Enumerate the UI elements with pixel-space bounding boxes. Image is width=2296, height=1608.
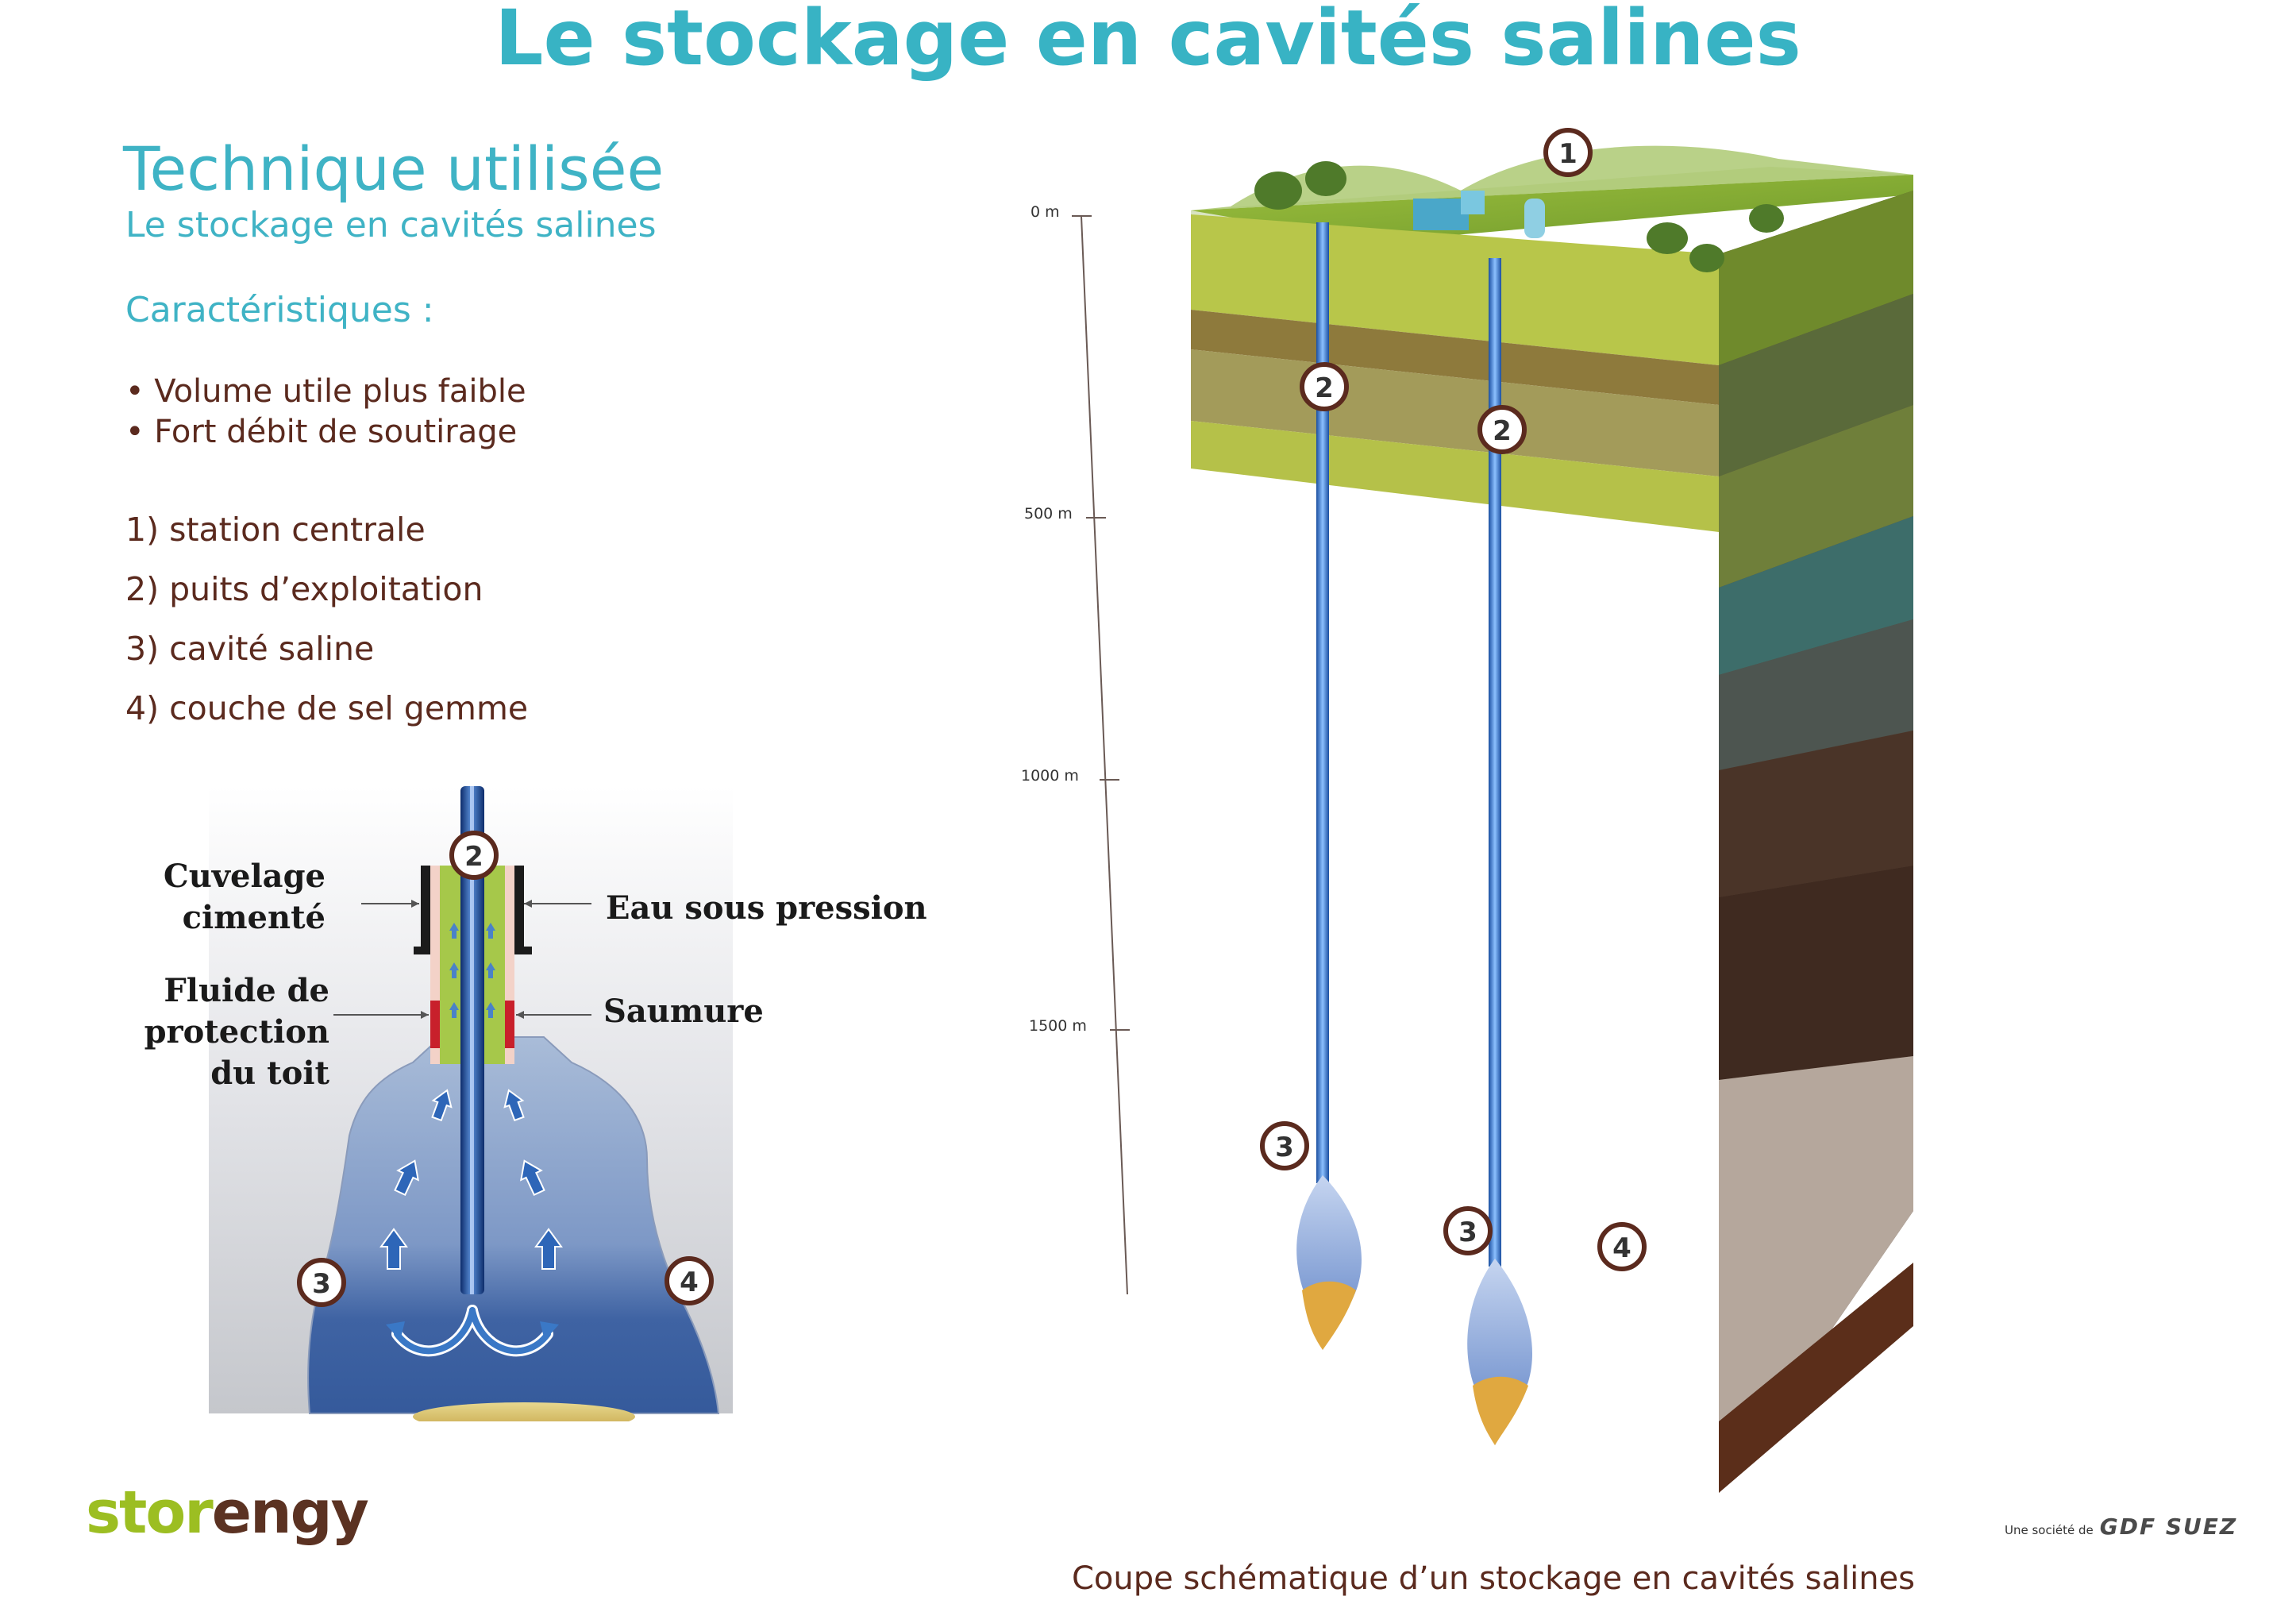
well-right xyxy=(1489,258,1501,1267)
salt-cavity xyxy=(307,1036,720,1414)
svg-text:4: 4 xyxy=(1612,1232,1631,1264)
legend-item-2: 2) puits d’exploitation xyxy=(125,570,483,608)
geological-cross-section: 1 2 2 3 3 4 xyxy=(1072,128,1913,1493)
svg-text:3: 3 xyxy=(1275,1132,1294,1163)
legend-item-1: 1) station centrale xyxy=(125,511,426,549)
depth-tick-label: 1000 m xyxy=(1021,767,1079,785)
blanket-left xyxy=(430,1001,440,1048)
label-saumure: Saumure xyxy=(603,993,764,1030)
casing-left xyxy=(421,866,430,953)
technique-heading: Technique utilisée xyxy=(123,133,665,204)
section-marker-2a: 2 xyxy=(1300,362,1349,411)
svg-text:2: 2 xyxy=(1315,372,1334,404)
technique-subtitle: Le stockage en cavités salines xyxy=(125,205,657,245)
svg-text:2: 2 xyxy=(464,841,483,873)
section-marker-3b: 3 xyxy=(1443,1206,1493,1255)
section-marker-2b: 2 xyxy=(1477,405,1527,454)
depth-tick-label: 500 m xyxy=(1024,505,1073,523)
blanket-right xyxy=(505,1001,514,1048)
label-fluide-protection: Fluide de protection du toit xyxy=(144,972,329,1092)
central-station xyxy=(1413,199,1469,230)
depth-tick-label: 0 m xyxy=(1031,203,1060,221)
surface-ground xyxy=(1191,175,1913,242)
label-eau-sous-pression: Eau sous pression xyxy=(606,889,927,927)
svg-text:1: 1 xyxy=(1558,138,1578,170)
section-marker-4: 4 xyxy=(1597,1222,1647,1271)
inset-marker-2: 2 xyxy=(449,831,499,880)
casing-right xyxy=(514,866,524,953)
characteristics-heading: Caractéristiques : xyxy=(125,290,434,330)
storengy-logo: storengy xyxy=(86,1479,369,1547)
inset-marker-4: 4 xyxy=(665,1256,714,1305)
legend-item-3: 3) cavité saline xyxy=(125,630,375,668)
section-marker-3a: 3 xyxy=(1260,1121,1309,1170)
svg-text:2: 2 xyxy=(1493,415,1512,447)
label-cuvelage: Cuvelage cimenté xyxy=(163,858,326,936)
insoluble-sump xyxy=(413,1402,635,1421)
depth-tick-label: 1500 m xyxy=(1029,1017,1087,1035)
legend-item-4: 4) couche de sel gemme xyxy=(125,689,529,727)
svg-text:3: 3 xyxy=(312,1268,331,1300)
figure-caption: Coupe schématique d’un stockage en cavit… xyxy=(1072,1560,1915,1597)
well-left xyxy=(1316,222,1329,1183)
section-marker-1: 1 xyxy=(1543,128,1593,177)
inset-marker-3: 3 xyxy=(297,1258,346,1307)
depth-scale-axis xyxy=(1081,215,1128,1295)
characteristic-item: • Fort débit de soutirage xyxy=(125,414,518,450)
svg-text:4: 4 xyxy=(680,1267,699,1298)
characteristic-item: • Volume utile plus faible xyxy=(125,373,526,410)
svg-text:3: 3 xyxy=(1458,1217,1477,1248)
page-title: Le stockage en cavités salines xyxy=(495,0,1801,83)
cavity-inset-diagram: 2 3 4 xyxy=(209,786,733,1421)
